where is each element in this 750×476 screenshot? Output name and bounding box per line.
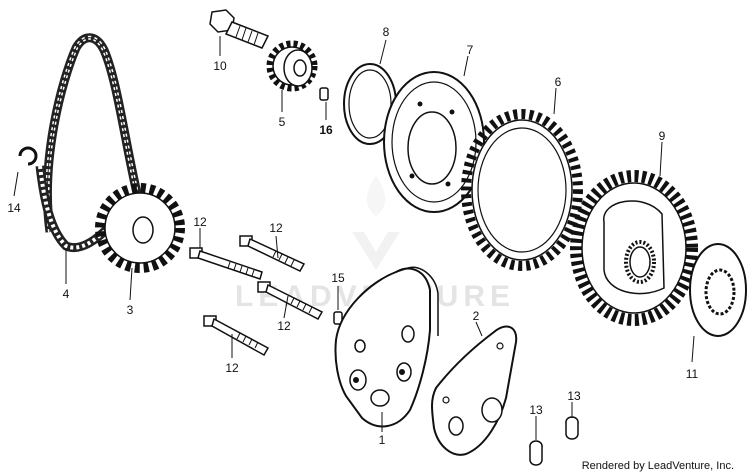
part-2-pump-cover[interactable] <box>431 325 518 456</box>
part-15-dowel[interactable] <box>333 311 343 325</box>
callout-13-a: 13 <box>529 403 543 417</box>
watermark-logo <box>352 176 400 270</box>
part-1-pump-body[interactable] <box>334 266 439 428</box>
part-12-bolt-c[interactable] <box>257 281 324 320</box>
part-13-collar-b[interactable] <box>565 416 579 440</box>
part-11-washer[interactable] <box>689 243 747 337</box>
callout-2: 2 <box>473 309 480 323</box>
callout-4: 4 <box>63 287 70 301</box>
callout-14: 14 <box>7 201 21 215</box>
callout-8: 8 <box>383 25 390 39</box>
part-10-bolt[interactable] <box>209 9 270 49</box>
part-12-bolt-a[interactable] <box>189 247 263 280</box>
part-7-plate[interactable] <box>383 71 485 213</box>
callout-labels: 1 2 3 4 5 6 7 8 9 10 11 12 12 12 12 13 1… <box>7 25 698 447</box>
callout-3: 3 <box>127 303 134 317</box>
callout-12-c: 12 <box>277 319 291 333</box>
callout-12-a: 12 <box>193 215 207 229</box>
part-6-ring-gear[interactable] <box>461 109 583 271</box>
callout-16: 16 <box>319 123 333 137</box>
callout-12-d: 12 <box>225 361 239 375</box>
part-12-bolt-d[interactable] <box>203 315 270 357</box>
callout-5: 5 <box>279 115 286 129</box>
callout-15: 15 <box>331 271 345 285</box>
callout-1: 1 <box>379 433 386 447</box>
part-14-circlip[interactable] <box>18 146 38 166</box>
callout-6: 6 <box>555 75 562 89</box>
part-12-bolt-b[interactable] <box>239 235 306 272</box>
callout-13-b: 13 <box>567 389 581 403</box>
leader-lines <box>13 36 695 440</box>
part-5-drive-sprocket[interactable] <box>266 40 318 92</box>
part-4-chain[interactable] <box>35 33 145 252</box>
callout-10: 10 <box>213 59 227 73</box>
callout-9: 9 <box>659 129 666 143</box>
part-13-collar-a[interactable] <box>529 440 543 466</box>
part-16-pin[interactable] <box>319 87 329 101</box>
credit-line: Rendered by LeadVenture, Inc. <box>581 460 734 472</box>
callout-7: 7 <box>467 43 474 57</box>
part-3-sprocket[interactable] <box>95 183 185 273</box>
part-9-gear[interactable] <box>570 170 698 326</box>
callout-11: 11 <box>686 367 699 381</box>
callout-12-b: 12 <box>269 221 283 235</box>
